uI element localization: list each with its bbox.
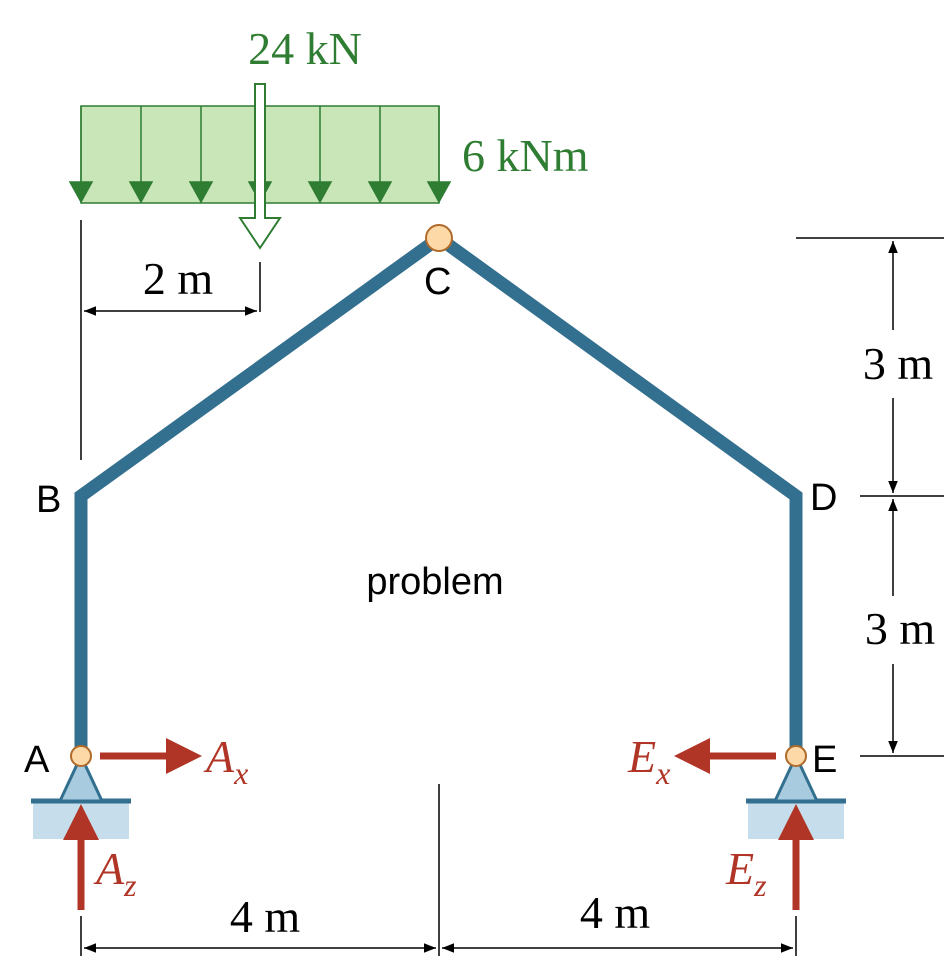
hinge-C: [425, 224, 453, 252]
pin-support-A: [57, 752, 105, 803]
reaction-label-Ez: Ez: [725, 843, 767, 903]
node-label-A: A: [24, 739, 50, 781]
point-load-label: 24 kN: [248, 23, 362, 74]
dimension-label-right-span: 4 m: [580, 887, 651, 938]
hinge-A: [70, 745, 92, 767]
dimension-load-offset: [80, 220, 261, 460]
dimension-heights: [796, 237, 944, 757]
dimension-label-left-span: 4 m: [230, 891, 301, 942]
frame-member: [74, 229, 803, 756]
node-label-E: E: [812, 739, 837, 781]
reaction-Ez-arrow: [778, 804, 814, 910]
reaction-Ex-arrow: [674, 738, 776, 774]
reaction-Az-arrow: [63, 804, 99, 910]
dimension-label-lower-height: 3 m: [865, 603, 936, 654]
node-label-B: B: [36, 479, 61, 521]
pin-support-E: [772, 752, 820, 803]
reaction-label-Ax: Ax: [203, 731, 248, 791]
point-load-arrow: [238, 83, 282, 250]
reaction-label-Az: Az: [93, 843, 137, 903]
reaction-label-Ex: Ex: [627, 731, 670, 791]
center-label: problem: [366, 561, 503, 603]
dimension-label-2m: 2 m: [143, 253, 214, 304]
dimension-label-upper-height: 3 m: [863, 338, 934, 389]
dimension-spans: [80, 784, 797, 956]
node-label-C: C: [424, 261, 451, 303]
reaction-Ax-arrow: [100, 738, 202, 774]
distributed-load-label: 6 kNm: [462, 130, 589, 181]
hinge-E: [785, 745, 807, 767]
node-label-D: D: [810, 477, 837, 519]
